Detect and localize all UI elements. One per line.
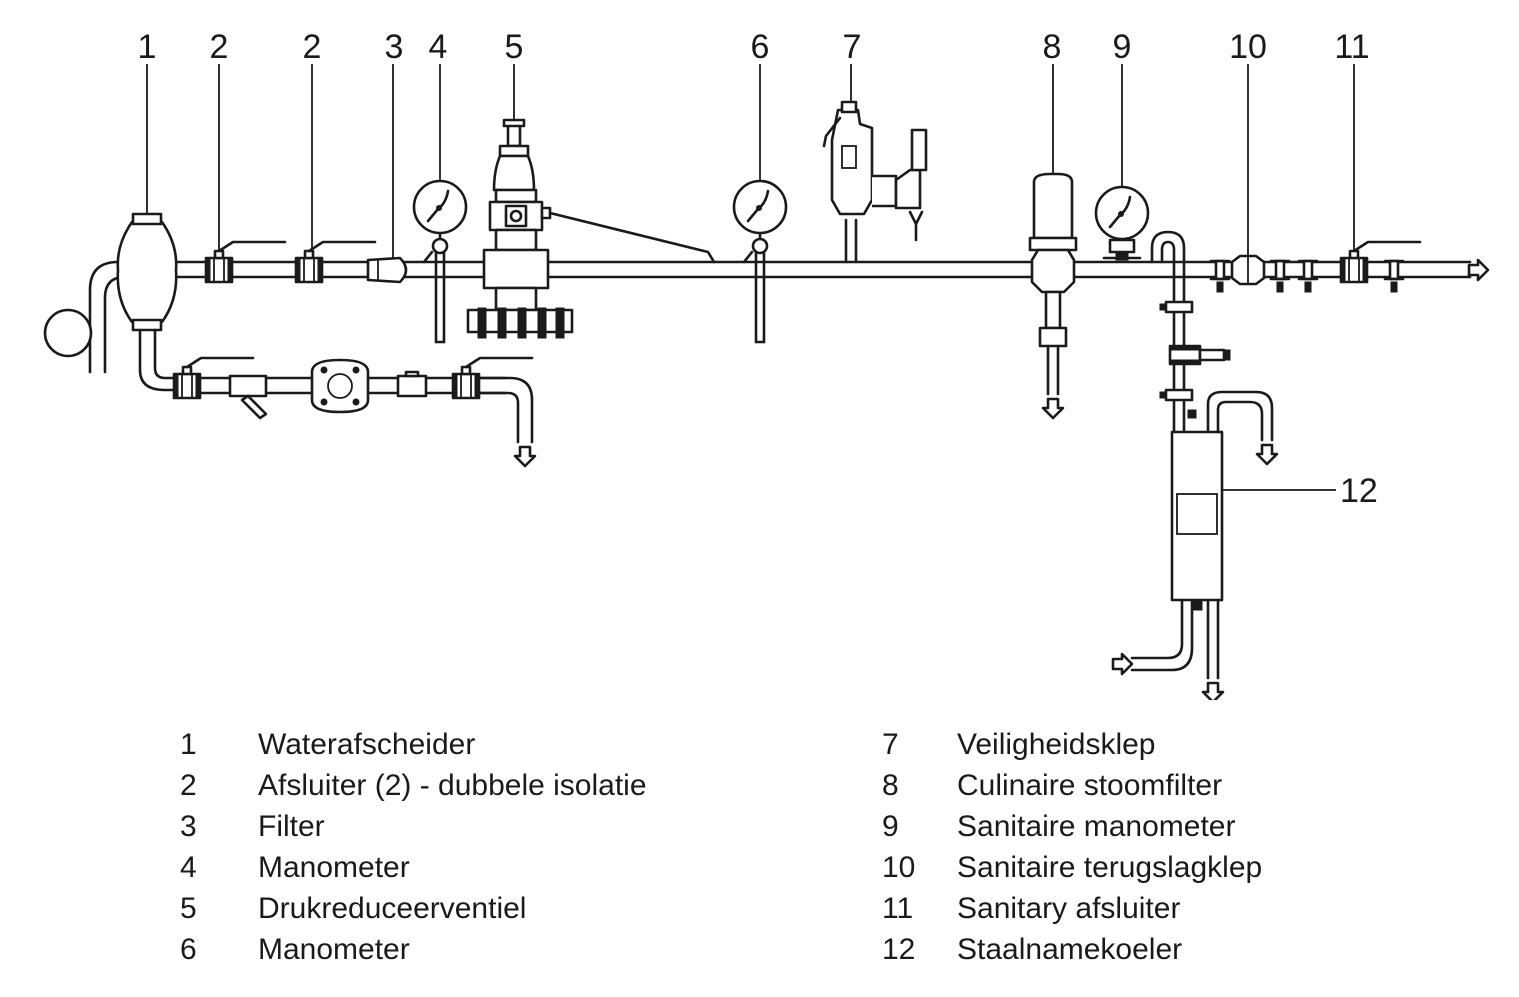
legend-text: Veiligheidsklep <box>957 728 1156 761</box>
manometer-1 <box>412 179 468 344</box>
legend-number: 10 <box>882 851 916 884</box>
sample-cooler <box>1111 390 1279 700</box>
strainer <box>228 374 268 420</box>
legend-item: 12 Staalnamekoeler <box>882 929 1262 970</box>
legend-left-column: 1 Waterafscheider 2 Afsluiter (2) - dubbel… <box>180 724 647 970</box>
legend-text: Sanitaire manometer <box>957 810 1236 843</box>
callout-11: 11 <box>1334 28 1369 66</box>
branch-clamp-2 <box>1159 388 1194 402</box>
legend-text: Waterafscheider <box>258 728 476 761</box>
bypass-line <box>172 356 537 468</box>
legend-text: Sanitaire terugslagklep <box>957 851 1263 884</box>
legend-number: 1 <box>180 728 197 761</box>
callout-8: 8 <box>1043 28 1062 66</box>
legend-item: 6 Manometer <box>180 929 647 970</box>
legend-number: 4 <box>180 851 197 884</box>
legend-text: Staalnamekoeler <box>957 933 1183 966</box>
legend-item: 1 Waterafscheider <box>180 724 647 765</box>
legend-text: Filter <box>258 810 325 843</box>
legend-text: Manometer <box>258 851 410 884</box>
callout-2a: 2 <box>210 28 229 66</box>
legend-item: 10 Sanitaire terugslagklep <box>882 847 1262 888</box>
water-separator <box>43 212 182 392</box>
legend-number: 6 <box>180 933 197 966</box>
legend-number: 12 <box>882 933 916 966</box>
legend-text: Sanitary afsluiter <box>957 892 1181 925</box>
callout-4: 4 <box>429 28 448 66</box>
branch-valve <box>1168 344 1231 366</box>
safety-valve <box>822 100 928 264</box>
legend-text: Manometer <box>258 933 410 966</box>
legend-item: 9 Sanitaire manometer <box>882 806 1262 847</box>
legend-item: 5 Drukreduceerventiel <box>180 888 647 929</box>
callout-5: 5 <box>505 28 524 66</box>
legend-text: Culinaire stoomfilter <box>957 769 1223 802</box>
legend-item: 2 Afsluiter (2) - dubbele isolatie <box>180 765 647 806</box>
callout-6: 6 <box>751 28 770 66</box>
callout-2b: 2 <box>303 28 322 66</box>
manometer-2 <box>732 179 788 344</box>
pressure-reducing-valve <box>466 118 716 339</box>
sanitary-manometer <box>1094 185 1150 261</box>
legend-number: 2 <box>180 769 197 802</box>
callout-12: 12 <box>1340 472 1378 510</box>
legend-number: 7 <box>882 728 899 761</box>
legend-number: 3 <box>180 810 197 843</box>
legend-text: Drukreduceerventiel <box>258 892 527 925</box>
legend-number: 8 <box>882 769 899 802</box>
sanitary-check-valve <box>1209 254 1319 294</box>
callout-leaders <box>146 64 1355 491</box>
callout-3: 3 <box>385 28 404 66</box>
legend-text: Afsluiter (2) - dubbele isolatie <box>258 769 647 802</box>
legend-item: 3 Filter <box>180 806 647 847</box>
sight-glass <box>396 370 428 398</box>
piping-diagram: 1 2 2 3 4 5 6 7 8 9 10 11 12 <box>43 28 1490 700</box>
sanitary-valve <box>1339 240 1422 294</box>
callout-1: 1 <box>138 28 157 66</box>
culinary-steam-filter <box>1028 172 1078 420</box>
sample-branch <box>1150 230 1231 437</box>
legend-item: 8 Culinaire stoomfilter <box>882 765 1262 806</box>
regulator-flange-bolts <box>477 307 565 339</box>
steam-trap <box>310 358 370 414</box>
filter <box>366 256 408 284</box>
callout-10: 10 <box>1229 28 1267 66</box>
callout-7: 7 <box>843 28 862 66</box>
legend-item: 11 Sanitary afsluiter <box>882 888 1262 929</box>
legend-item: 4 Manometer <box>180 847 647 888</box>
branch-clamp-1 <box>1159 300 1194 314</box>
legend-item: 7 Veiligheidsklep <box>882 724 1262 765</box>
legend-number: 11 <box>882 892 914 925</box>
legend-number: 5 <box>180 892 197 925</box>
callout-labels: 1 2 2 3 4 5 6 7 8 9 10 11 12 <box>138 28 1378 510</box>
callout-9: 9 <box>1113 28 1132 66</box>
legend-number: 9 <box>882 810 899 843</box>
